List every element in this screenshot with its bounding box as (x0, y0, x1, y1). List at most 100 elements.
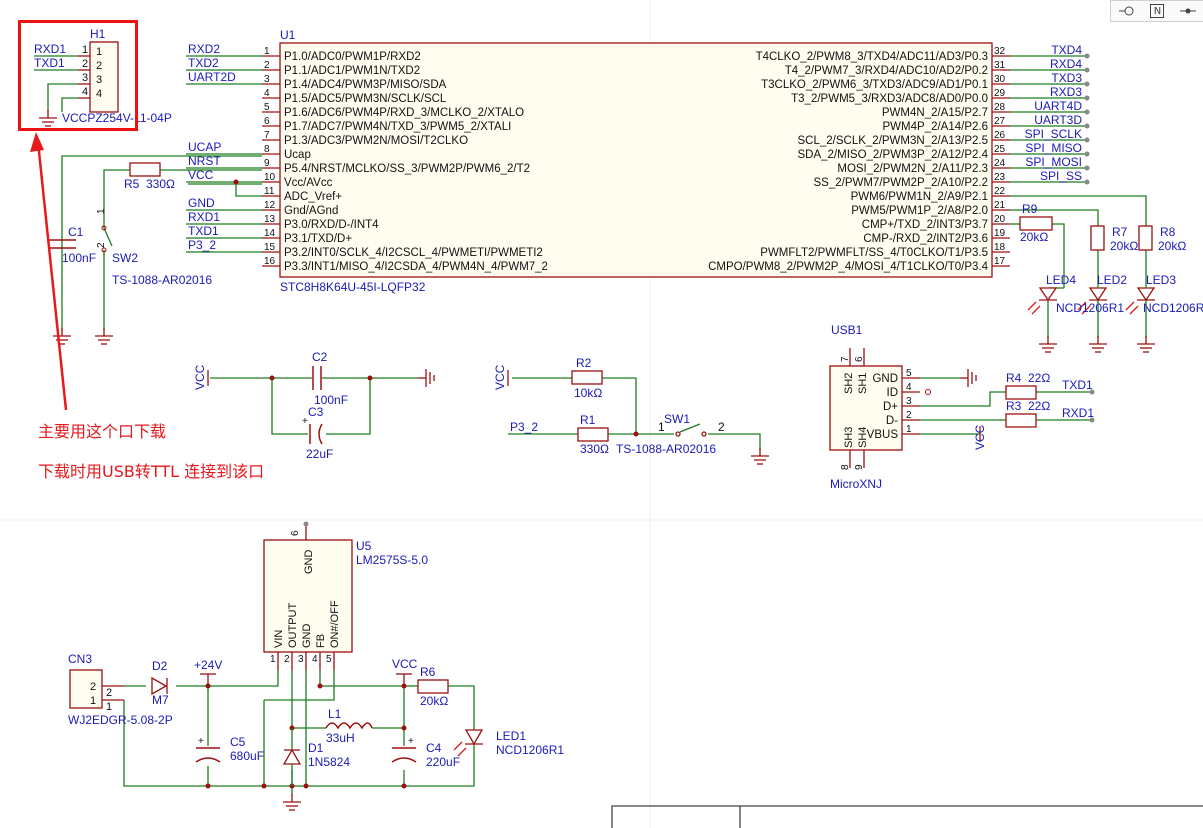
u1-pin-name: T3CLKO_2/PWM6_3/TXD3/ADC9/AD1/P0.1 (761, 79, 988, 91)
u1-pin-number: 11 (264, 186, 275, 197)
cn3-pin: 1 (90, 695, 96, 707)
u1-pin-name: Vcc/AVcc (284, 177, 333, 189)
u1-pin-number: 12 (264, 200, 276, 211)
led1-diode[interactable] (453, 729, 484, 757)
h1-net-txd1: TXD1 (34, 56, 65, 70)
r8-resistor[interactable] (1138, 225, 1153, 251)
l1-inductor[interactable] (325, 722, 373, 730)
usb1-shield-name: SH3 (843, 427, 855, 448)
u1-right-circuit: R9 20kΩ R7 20kΩ R8 20kΩ LED4 NCD1206R1 L… (1010, 195, 1203, 353)
r3-value: 22Ω (1028, 399, 1050, 413)
r2-resistor[interactable] (571, 370, 603, 385)
u1-net-label: NRST (188, 154, 221, 168)
r9-resistor[interactable] (1019, 216, 1053, 231)
usb1-shield-pin: 6 (854, 356, 865, 362)
r1-value: 330Ω (580, 442, 609, 456)
u5-pin-number: 2 (284, 654, 290, 665)
u1-net-endpoint (1084, 109, 1090, 115)
u5-pin-number: 3 (298, 654, 304, 665)
r3-resistor[interactable] (1005, 413, 1037, 428)
r4-resistor[interactable] (1005, 385, 1037, 400)
h1-connector[interactable]: H1 1 2 3 4 1 2 3 4 RXD1 TXD1 VCCPZ254V-1… (34, 27, 172, 127)
usb1-shield-pin: 8 (840, 464, 851, 470)
u5-pin-number: 6 (290, 530, 301, 536)
c5-capacitor[interactable] (195, 747, 221, 763)
u1-pin-number: 20 (994, 214, 1006, 225)
u1-net-label: SPI_SCLK (1025, 127, 1082, 141)
u1-net-label: RXD3 (1050, 85, 1082, 99)
net-label-icon[interactable]: N (1150, 4, 1165, 18)
h1-pin-label: 3 (96, 74, 102, 86)
sw2-value: TS-1088-AR02016 (112, 273, 212, 287)
h1-pin-num: 2 (82, 58, 88, 70)
u1-pin-number: 16 (264, 256, 276, 267)
led1-ref: LED1 (496, 729, 526, 743)
annotation-line2: 下载时用USB转TTL 连接到该口 (38, 462, 265, 481)
vcc-net-3: VCC (973, 424, 987, 450)
u1-pin-name: P1.0/ADC0/PWM1P/RXD2 (284, 51, 421, 63)
u1-pin-name: P1.3/ADC3/PWM2N/MOSI/T2CLKO (284, 135, 468, 147)
sw1-switch[interactable] (675, 423, 707, 437)
u1-pin-number: 27 (994, 116, 1006, 127)
u5-pin-name: VIN (273, 630, 285, 648)
r5-resistor[interactable] (129, 162, 161, 177)
u1-net-label: TXD2 (188, 56, 219, 70)
sw2-ref: SW2 (112, 251, 138, 265)
u1-pin-name: T4_2/PWM7_3/RXD4/ADC10/AD2/P0.2 (785, 65, 988, 77)
r8-ref: R8 (1160, 225, 1176, 239)
u1-pin-number: 26 (994, 130, 1006, 141)
u1-pin-number: 13 (264, 214, 276, 225)
h1-value: VCCPZ254V-11-04P (62, 111, 172, 125)
net-probe-icon[interactable] (1118, 4, 1136, 18)
u1-pin-name: Ucap (284, 149, 311, 161)
r7-resistor[interactable] (1090, 225, 1105, 251)
u1-pin-name: SCL_2/SCLK_2/PWM3N_2/A13/P2.5 (798, 135, 989, 147)
c4-capacitor[interactable] (391, 747, 417, 763)
floating-toolbar: N (1110, 0, 1203, 22)
u1-net-label: GND (188, 196, 215, 210)
annotation-line1: 主要用这个口下载 (38, 422, 167, 441)
u5-regulator[interactable]: U5 LM2575S-5.0 VIN1OUTPUT2GND3FB4ON#/OFF… (263, 521, 428, 671)
u1-pin-number: 3 (264, 74, 270, 85)
r1-resistor[interactable] (577, 427, 609, 442)
h1-ref: H1 (90, 27, 106, 41)
u1-net-label: UART3D (1034, 113, 1082, 127)
r6-resistor[interactable] (417, 679, 449, 694)
net-label-icon-text: N (1153, 5, 1162, 17)
c2-ref: C2 (312, 350, 328, 364)
c1-capacitor[interactable] (48, 239, 76, 249)
d1-diode[interactable] (282, 748, 302, 765)
led3-ref: LED3 (1146, 273, 1176, 287)
sw2-switch[interactable] (103, 210, 113, 262)
u1-net-endpoint (1084, 165, 1090, 171)
usb1-connector[interactable]: USB1 MicroXNJ 7 6 8 9 SH2 SH1 SH3 SH4 GN… (829, 323, 920, 491)
usb1-value: MicroXNJ (830, 477, 882, 491)
d2-diode[interactable] (151, 676, 168, 696)
u1-pin-number: 1 (264, 46, 270, 57)
led4-diode[interactable] (1027, 287, 1058, 315)
r9-ref: R9 (1022, 202, 1038, 216)
u1-pin-number: 15 (264, 242, 276, 253)
l1-ref: L1 (328, 707, 342, 721)
led3-diode[interactable] (1125, 287, 1156, 315)
u1-pin-name: ADC_Vref+ (284, 191, 342, 203)
title-block (611, 805, 1203, 828)
c2-capacitor[interactable] (312, 366, 322, 390)
u1-pin-number: 29 (994, 88, 1006, 99)
cn3-connector[interactable] (69, 669, 124, 709)
txd1-net: TXD1 (1062, 378, 1093, 392)
c3-ref: C3 (308, 405, 324, 419)
u1-pin-name: P3.2/INT0/SCLK_4/I2CSCL_4/PWMETI/PWMETI2 (284, 247, 543, 259)
u1-net-label: UART4D (1034, 99, 1082, 113)
u1-pin-name: P3.3/INT1/MISO_4/I2CSDA_4/PWM4N_4/PWM7_2 (284, 261, 548, 273)
r7-value: 20kΩ (1110, 239, 1138, 253)
c5-value: 680uF (230, 749, 264, 763)
c3-capacitor[interactable] (309, 423, 323, 445)
sw1-pin2: 2 (718, 420, 725, 434)
pin-icon[interactable] (1179, 4, 1197, 18)
u1-pin-number: 17 (994, 256, 1006, 267)
usb1-shield-pin: 7 (840, 356, 851, 362)
